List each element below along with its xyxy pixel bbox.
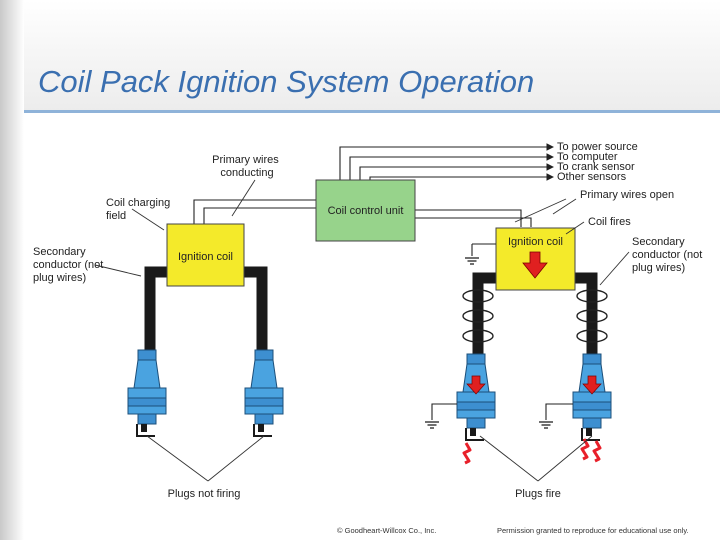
ground-icon (424, 421, 440, 429)
label-other-sensors: Other sensors (557, 171, 627, 183)
label-primary-wires-open: Primary wires open (580, 189, 674, 201)
spark-plug-icon (456, 353, 496, 441)
label-to-power-source: To power source (557, 141, 638, 153)
label-plugs-not-firing: Plugs not firing (168, 488, 241, 500)
label-coil-fires: Coil fires (588, 216, 631, 228)
label-secondary-conductor-right: Secondary conductor (not plug wires) (632, 236, 705, 274)
label-secondary-conductor-left: Secondary conductor (not plug wires) (33, 246, 106, 284)
label-primary-wires-conducting: Primary wires conducting (212, 154, 282, 179)
coil-control-unit: Coil control unit (315, 179, 416, 242)
primary-wires (193, 199, 532, 227)
label-to-computer: To computer (557, 151, 618, 163)
permission-notice: Permission granted to reproduce for educ… (497, 526, 689, 535)
ground-icon (464, 257, 480, 265)
label-coil-charging-field: Coil charging field (106, 197, 173, 222)
coil-control-unit-label: Coil control unit (328, 205, 404, 217)
leader-lines (94, 179, 630, 482)
copyright-notice: © Goodheart-Willcox Co., Inc. (337, 526, 437, 535)
right-ignition-coil-label: Ignition coil (508, 236, 563, 248)
spark-plug-icon (572, 353, 612, 441)
label-to-crank-sensor: To crank sensor (557, 161, 635, 173)
left-coil-assembly: Ignition coil (144, 223, 268, 352)
label-plugs-fire: Plugs fire (515, 488, 561, 500)
slide-side-strip (0, 0, 24, 540)
plug-fire-arrow (466, 375, 486, 395)
plug-fire-arrow (582, 375, 602, 395)
spark-plug-icon (244, 349, 284, 437)
title-divider (24, 110, 720, 113)
spark-plug-icon (127, 349, 167, 437)
coil-fire-arrow (522, 251, 548, 279)
slide-title: Coil Pack Ignition System Operation (38, 64, 535, 99)
right-coil-assembly: Ignition coil (464, 227, 598, 355)
magnetic-field-rings (462, 289, 608, 343)
ground-icon (538, 421, 554, 429)
left-ignition-coil-label: Ignition coil (178, 251, 233, 263)
spark-icon (462, 441, 472, 465)
title-band (24, 0, 720, 112)
plug-grounds (431, 403, 573, 420)
harness-wires (339, 143, 555, 181)
spark-icon (592, 439, 602, 463)
